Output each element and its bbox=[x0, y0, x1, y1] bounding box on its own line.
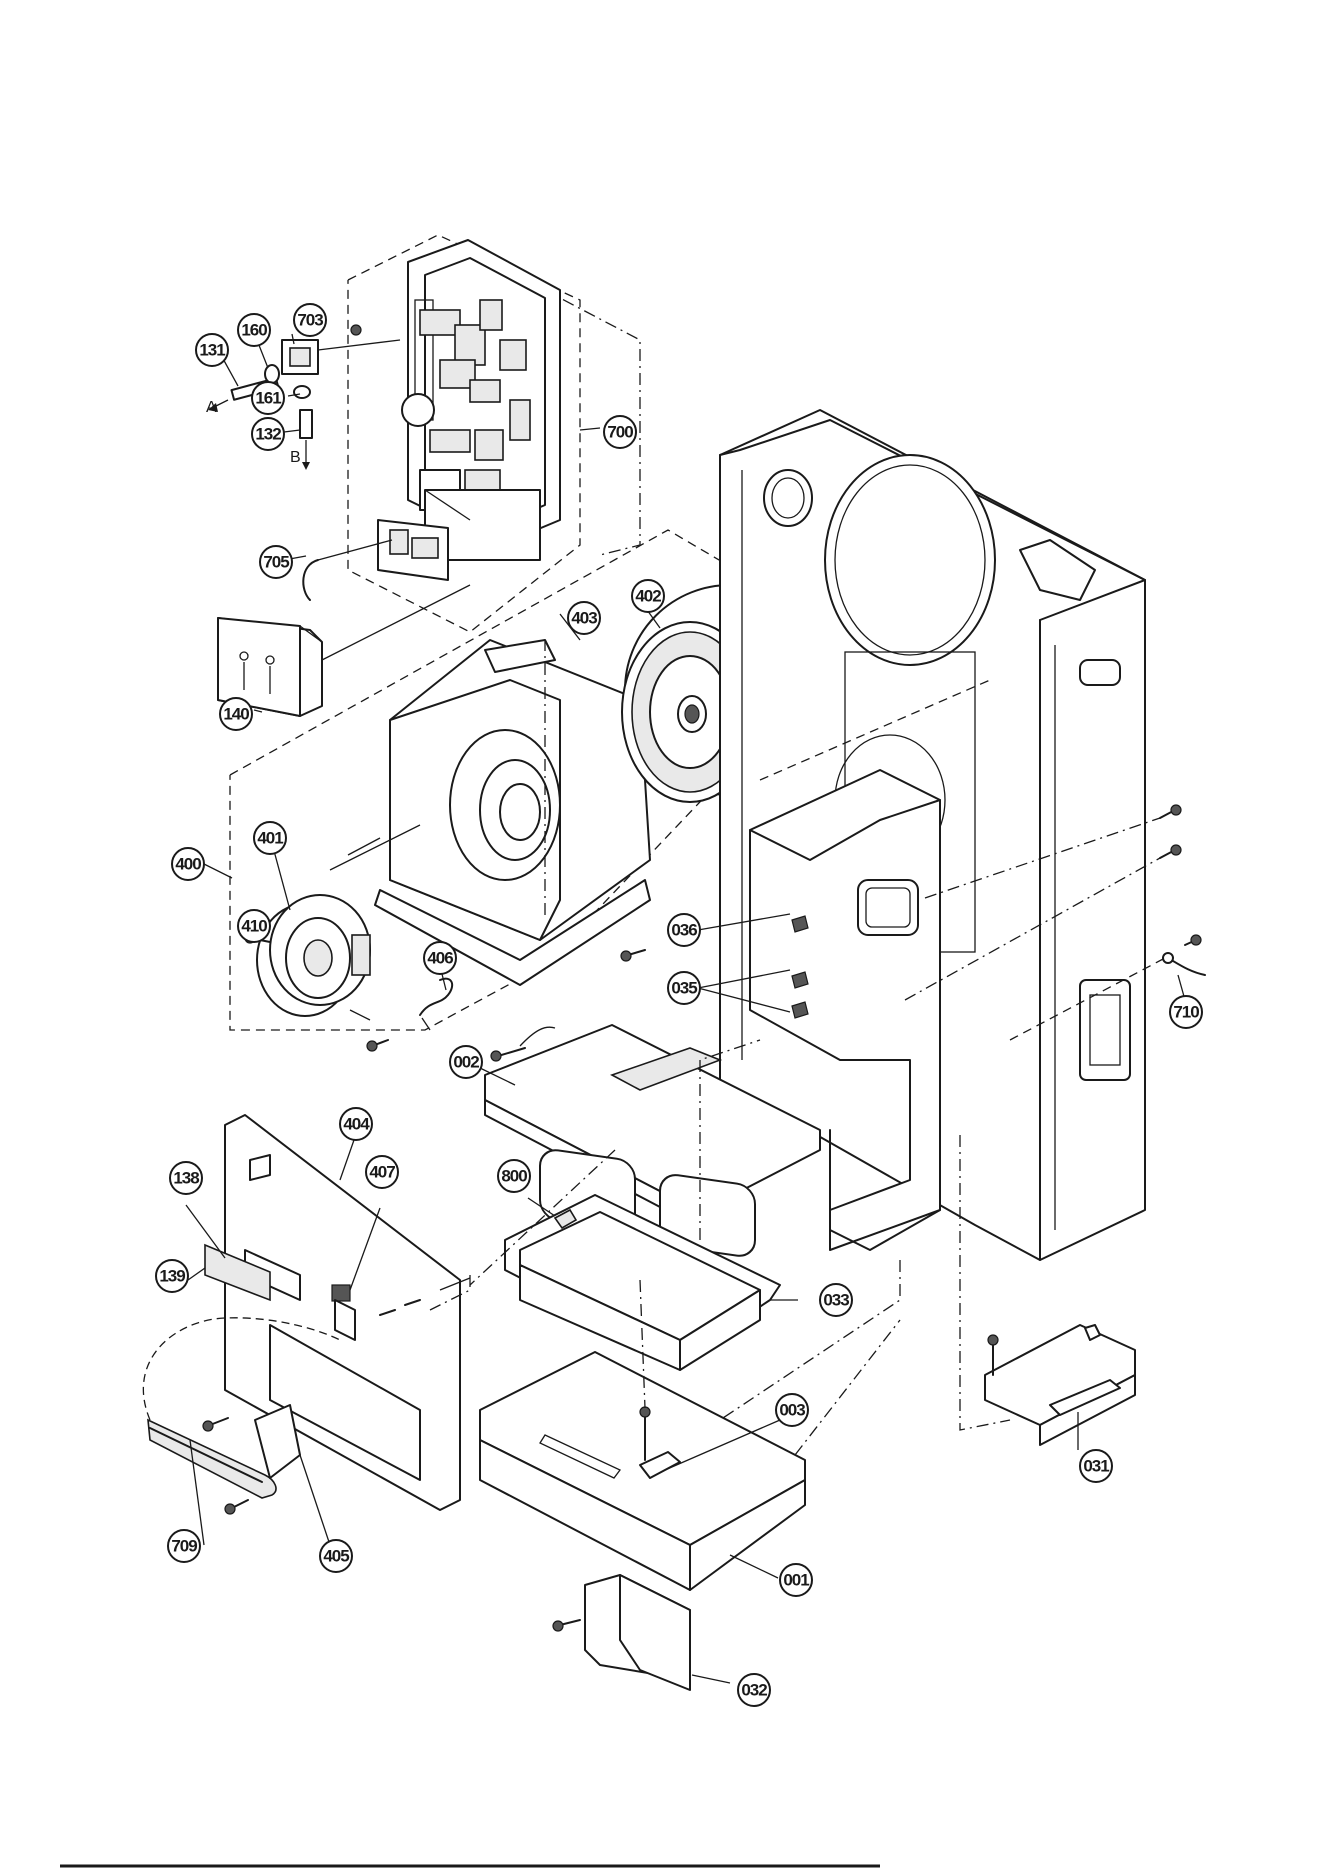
callout-131: 131 bbox=[196, 334, 228, 366]
svg-text:001: 001 bbox=[783, 1571, 809, 1590]
callout-001: 001 bbox=[780, 1564, 812, 1596]
svg-text:703: 703 bbox=[297, 311, 323, 330]
end-plate-032-shape bbox=[553, 1575, 690, 1690]
callout-703: 703 bbox=[294, 304, 326, 336]
svg-text:410: 410 bbox=[241, 917, 267, 936]
callout-705: 705 bbox=[260, 546, 292, 578]
arrow-label-a: A bbox=[206, 399, 217, 416]
callout-033: 033 bbox=[820, 1284, 852, 1316]
callout-700: 700 bbox=[604, 416, 636, 448]
svg-text:710: 710 bbox=[1173, 1003, 1199, 1022]
callout-031: 031 bbox=[1080, 1450, 1112, 1482]
callout-405: 405 bbox=[320, 1540, 352, 1572]
callout-404: 404 bbox=[340, 1108, 372, 1140]
svg-text:140: 140 bbox=[223, 705, 249, 724]
svg-text:406: 406 bbox=[427, 949, 453, 968]
svg-text:402: 402 bbox=[635, 587, 661, 606]
svg-text:032: 032 bbox=[741, 1681, 767, 1700]
svg-text:400: 400 bbox=[175, 855, 201, 874]
svg-text:161: 161 bbox=[255, 389, 281, 408]
callout-161: 161 bbox=[252, 382, 284, 414]
side-plate-404-shape bbox=[205, 1115, 470, 1510]
arrow-label-b: B bbox=[290, 449, 301, 466]
svg-text:401: 401 bbox=[257, 829, 283, 848]
svg-text:403: 403 bbox=[571, 609, 597, 628]
svg-text:132: 132 bbox=[255, 425, 281, 444]
callout-036: 036 bbox=[668, 914, 700, 946]
callout-003: 003 bbox=[776, 1394, 808, 1426]
callout-410: 410 bbox=[238, 910, 270, 942]
callout-140: 140 bbox=[220, 698, 252, 730]
svg-text:002: 002 bbox=[453, 1053, 479, 1072]
svg-text:033: 033 bbox=[823, 1291, 849, 1310]
svg-text:131: 131 bbox=[199, 341, 225, 360]
callout-710: 710 bbox=[1170, 996, 1202, 1028]
callout-406: 406 bbox=[424, 942, 456, 974]
control-box-group bbox=[348, 235, 640, 632]
svg-text:139: 139 bbox=[159, 1267, 185, 1286]
callout-138: 138 bbox=[170, 1162, 202, 1194]
callout-400: 400 bbox=[172, 848, 204, 880]
callout-403: 403 bbox=[568, 602, 600, 634]
callout-139: 139 bbox=[156, 1260, 188, 1292]
callout-709: 709 bbox=[168, 1530, 200, 1562]
svg-text:407: 407 bbox=[369, 1163, 395, 1182]
svg-text:405: 405 bbox=[323, 1547, 349, 1566]
callout-132: 132 bbox=[252, 418, 284, 450]
callout-160: 160 bbox=[238, 314, 270, 346]
svg-text:035: 035 bbox=[671, 979, 697, 998]
callout-401: 401 bbox=[254, 822, 286, 854]
svg-text:160: 160 bbox=[241, 321, 267, 340]
callout-407: 407 bbox=[366, 1156, 398, 1188]
callout-402: 402 bbox=[632, 580, 664, 612]
callout-002: 002 bbox=[450, 1046, 482, 1078]
svg-text:709: 709 bbox=[171, 1537, 197, 1556]
svg-text:404: 404 bbox=[343, 1115, 370, 1134]
svg-text:705: 705 bbox=[263, 553, 289, 572]
svg-text:036: 036 bbox=[671, 921, 697, 940]
svg-text:800: 800 bbox=[501, 1167, 527, 1186]
svg-text:031: 031 bbox=[1083, 1457, 1109, 1476]
svg-text:003: 003 bbox=[779, 1401, 805, 1420]
callout-035: 035 bbox=[668, 972, 700, 1004]
callout-032: 032 bbox=[738, 1674, 770, 1706]
svg-text:138: 138 bbox=[173, 1169, 199, 1188]
svg-text:700: 700 bbox=[607, 423, 633, 442]
terminal-parts-group bbox=[208, 340, 400, 600]
callout-800: 800 bbox=[498, 1160, 530, 1192]
